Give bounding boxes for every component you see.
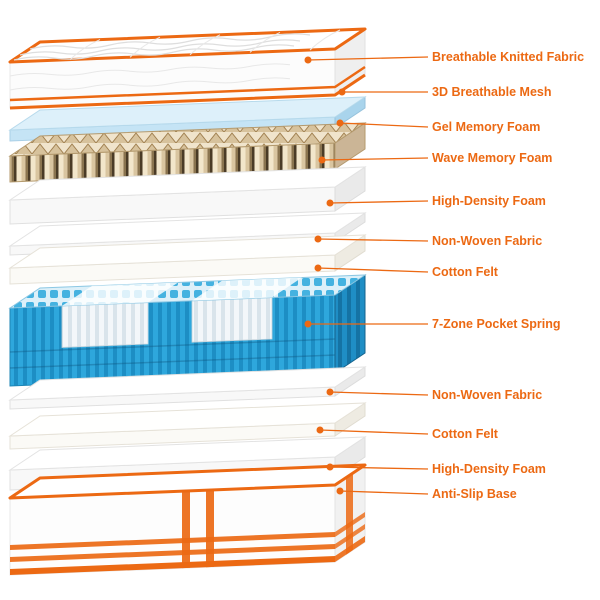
label-non-woven-fabric-bottom: Non-Woven Fabric <box>432 388 543 402</box>
label-breathable-knitted-fabric: Breathable Knitted Fabric <box>432 50 585 64</box>
label-pocket-spring: 7-Zone Pocket Spring <box>432 317 561 331</box>
layer-non-woven-fabric-bottom <box>8 366 367 410</box>
leader-pocket-spring <box>304 320 428 328</box>
leader-non-woven-fabric-bottom <box>326 388 429 396</box>
label-cotton-felt-top: Cotton Felt <box>432 265 498 279</box>
label-cotton-felt-bottom: Cotton Felt <box>432 427 498 441</box>
leader-gel-memory-foam <box>336 119 429 128</box>
label-3d-breathable-mesh: 3D Breathable Mesh <box>432 85 552 99</box>
leader-high-density-foam-bottom <box>326 463 429 471</box>
leader-cotton-felt-bottom <box>316 426 429 435</box>
layer-breathable-knitted-fabric <box>8 27 367 110</box>
layer-cotton-felt-bottom <box>8 402 367 450</box>
layer-anti-slip-base <box>8 463 367 576</box>
label-gel-memory-foam: Gel Memory Foam <box>432 120 541 134</box>
label-non-woven-fabric-top: Non-Woven Fabric <box>432 234 543 248</box>
leader-anti-slip-base <box>336 487 429 495</box>
layer-cotton-felt-top <box>8 234 367 285</box>
leader-3d-breathable-mesh <box>338 88 428 96</box>
label-high-density-foam-bottom: High-Density Foam <box>432 462 546 476</box>
layer-3d-breathable-mesh-band <box>9 65 366 110</box>
label-wave-memory-foam: Wave Memory Foam <box>432 151 553 165</box>
label-anti-slip-base: Anti-Slip Base <box>432 487 517 501</box>
leader-non-woven-fabric-top <box>314 235 429 243</box>
layer-high-density-foam-top <box>8 166 367 225</box>
leader-lines <box>304 56 429 495</box>
leader-high-density-foam-top <box>326 199 429 207</box>
leader-breathable-knitted-fabric <box>304 56 429 64</box>
leader-cotton-felt-top <box>314 264 429 273</box>
label-high-density-foam-top: High-Density Foam <box>432 194 546 208</box>
leader-wave-memory-foam <box>318 156 429 164</box>
